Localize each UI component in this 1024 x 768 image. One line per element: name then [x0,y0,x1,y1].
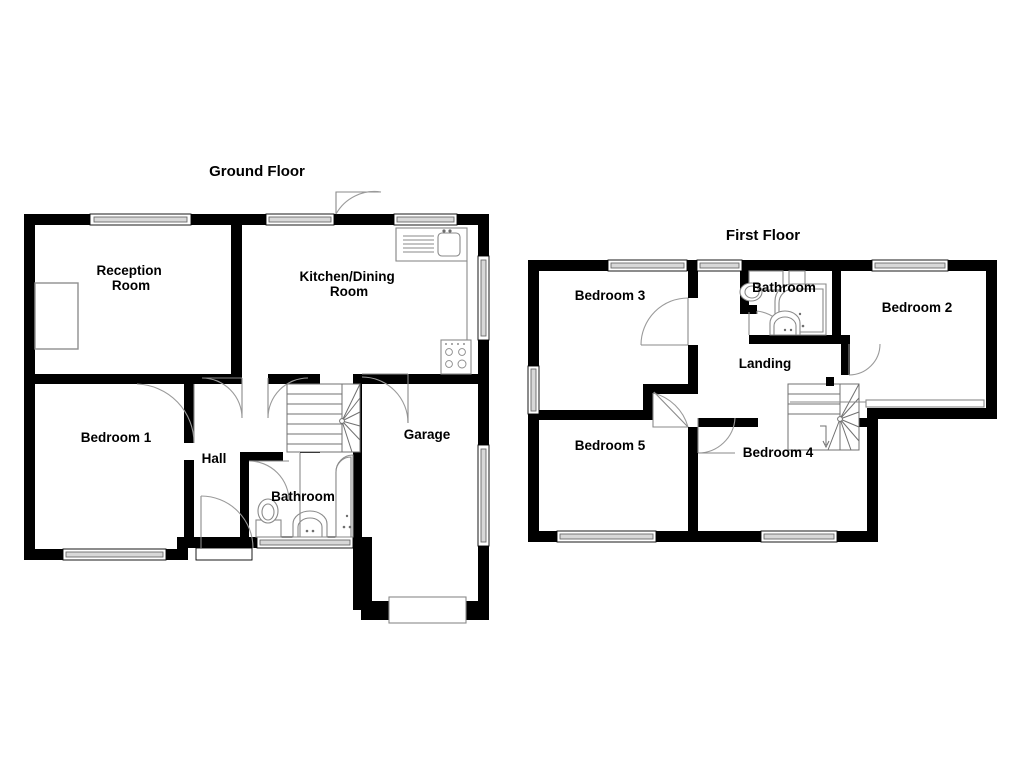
wall-bathroom-first-bottom [749,335,841,344]
wall-bathroom-top [249,452,283,461]
label-landing: Landing [739,356,792,371]
label-kitchen-dining-room: Kitchen/Dining Room [299,269,398,299]
first-floor-fixtures [739,270,985,451]
stairs-ground-icon [286,383,361,453]
label-bathroom-first: Bathroom [752,280,816,295]
bathroom-first-toilet-icon [739,282,763,302]
first-floor-labels: Bedroom 3 Bathroom Bedroom 2 Landing Bed… [575,280,953,460]
ground-floor-labels: Reception Room Kitchen/Dining Room Bedro… [81,263,451,504]
wall-bedroom3-bedroom5 [539,410,653,420]
window-bedroom1 [62,548,167,561]
ground-floor-fixtures [34,227,472,538]
wall-bedroom5-bedroom4 [688,427,698,531]
window-kitchen-left [265,213,335,226]
wall-hall-top-right [268,374,312,384]
door-front-entrance [195,495,254,561]
ground-floor-windows [62,213,490,561]
door-bedroom3 [640,297,689,346]
bathroom-first-basin-icon [769,310,801,336]
bathroom-ground-toilet-icon [255,498,282,538]
door-reception-hall [201,377,243,419]
label-bedroom-3: Bedroom 3 [575,288,646,303]
door-bedroom1 [136,383,195,444]
door-bathroom-ground [248,460,290,502]
label-bedroom-2: Bedroom 2 [882,300,953,315]
wall-bedroom3-landing-upper [688,260,698,298]
wall-landing-bedroom2 [841,335,850,375]
label-bedroom-1: Bedroom 1 [81,430,152,445]
wall-bedroom3-step [643,384,698,394]
window-bedroom2-front [871,259,949,272]
window-kitchen-right [393,213,458,226]
landing-balustrade-icon [790,399,985,408]
reception-fireplace-icon [34,282,79,350]
ground-floor-title: Ground Floor [209,163,305,180]
first-floor-windows [527,259,949,543]
kitchen-sink-icon [395,227,468,262]
door-kitchen-hall [267,377,309,419]
door-bedroom2 [848,343,881,376]
bathroom-ground-basin-icon [292,510,328,538]
newel-post-icon [826,377,834,386]
label-bathroom-ground: Bathroom [271,489,335,504]
window-bathroom-first-front [696,259,743,272]
wall-bathroom-left [240,452,249,548]
window-bedroom4-rear [760,530,838,543]
wall-bedroom4-right [869,419,878,531]
label-hall: Hall [202,451,227,466]
window-bedroom3-front [607,259,688,272]
window-bedroom5-rear [556,530,657,543]
label-bedroom-4: Bedroom 4 [743,445,814,460]
wall-bedroom3-landing-lower [688,345,698,384]
garage-door-panel [388,596,467,624]
wall-bathroom-garage [353,452,362,548]
wall-garage-left-lower [353,548,362,610]
wall-bedroom3-step-vertical [643,394,653,420]
stairs-first-icon [787,383,860,451]
wall-hall-top-left [194,374,242,384]
wall-bathroom-first-left-return [740,305,757,314]
window-garage-side [477,444,490,547]
kitchen-hob-icon [440,339,472,375]
first-floor-doors [640,297,881,454]
door-bedroom5 [652,391,689,428]
wall-hall-bedroom1-upper [184,384,194,443]
wall-bedroom1-reception [24,374,194,384]
first-floor-group: First Floor [527,227,997,543]
label-bedroom-5: Bedroom 5 [575,438,646,453]
wall-kitchen-garage [362,374,478,384]
window-reception [89,213,192,226]
window-bathroom-ground [256,536,354,549]
bathroom-ground-bath-icon [335,454,354,538]
window-bedroom3-side [527,365,540,415]
label-garage: Garage [404,427,451,442]
first-floor-title: First Floor [726,227,800,244]
wall-reception-kitchen [231,214,242,379]
wall-landing-bedroom4-left [698,418,758,427]
wall-hall-bedroom1-lower [184,460,194,548]
door-garage-internal [361,373,409,424]
door-kitchen-external [335,190,382,215]
ground-floor-doors [136,190,467,624]
window-kitchen-side [477,255,490,341]
ground-floor-group: Ground Floor [24,163,490,624]
door-bedroom4 [697,417,736,454]
label-reception-room: Reception Room [96,263,165,293]
wall-bathroom-first-right [832,260,841,344]
